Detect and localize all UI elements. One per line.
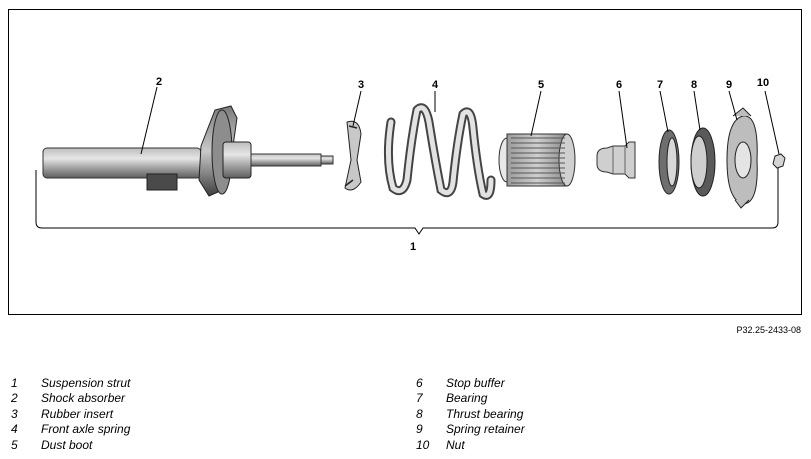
legend-item-text: Rubber insert [41,406,114,421]
legend-item: 2 Shock absorber [11,391,130,406]
callout-9: 9 [726,79,732,91]
callout-5: 5 [538,79,544,91]
legend-item: 4 Front axle spring [11,422,130,437]
legend-right-column: 6 Stop buffer 7 Bearing 8 Thrust bearing 9 Spri… [416,376,525,453]
reference-code: P32.25-2433-08 [736,325,801,335]
legend-item: 1 Suspension strut [11,376,130,391]
legend-item: 9 Spring retainer [416,422,525,437]
callout-10: 10 [757,77,769,89]
legend-item-text: Suspension strut [41,376,131,390]
front-axle-spring-part [383,103,496,200]
callout-8: 8 [691,79,697,91]
legend-item: 5 Dust boot [11,438,130,453]
legend-item-number: 7 [416,391,423,406]
callout-6: 6 [616,79,622,91]
rubber-insert-part [344,120,362,191]
nut-part [772,153,786,169]
stop-buffer-part [596,141,636,179]
callout-7: 7 [657,79,663,91]
legend-item-number: 3 [11,406,18,421]
spring-retainer-part [726,107,758,209]
assembly-bracket [35,168,779,235]
legend-item: 7 Bearing [416,391,525,406]
callout-3: 3 [358,79,364,91]
dust-boot-part [498,133,576,187]
legend-item-text: Spring retainer [446,422,525,437]
legend-left-column: 1 Suspension strut 2 Shock absorber 3 Rubber … [11,376,130,453]
callout-1: 1 [410,241,416,253]
legend-item-number: 9 [416,422,423,437]
bearing-part [658,129,680,195]
legend-item-number: 5 [11,437,18,452]
legend-item-number: 10 [416,437,430,452]
legend-item-number: 4 [11,422,18,437]
legend-item-text: Thrust bearing [446,406,524,421]
legend-item-number: 1 [11,376,18,390]
legend-item: 8 Thrust bearing [416,407,525,422]
thrust-bearing-part [690,127,716,197]
legend-item: 10 Nut [416,438,525,453]
legend-item-text: Front axle spring [41,422,131,437]
legend-item-number: 6 [416,376,423,390]
legend-item: 6 Stop buffer [416,376,525,391]
legend-item-text: Shock absorber [41,391,126,406]
exploded-view-drawing: 2 3 4 5 6 7 8 9 10 1 [35,76,786,253]
legend-item-text: Nut [446,437,465,452]
legend-item-number: 2 [11,391,18,406]
callout-2: 2 [156,76,162,88]
exploded-view-figure: 2 3 4 5 6 7 8 9 10 1 [8,9,802,315]
legend-item: 3 Rubber insert [11,407,130,422]
legend-item-text: Stop buffer [446,376,505,390]
callout-4: 4 [432,79,439,91]
legend-item-text: Dust boot [41,437,93,452]
leader-lines [140,86,780,155]
legend-item-number: 8 [416,406,423,421]
shock-absorber-part [42,105,334,197]
legend-item-text: Bearing [446,391,488,406]
